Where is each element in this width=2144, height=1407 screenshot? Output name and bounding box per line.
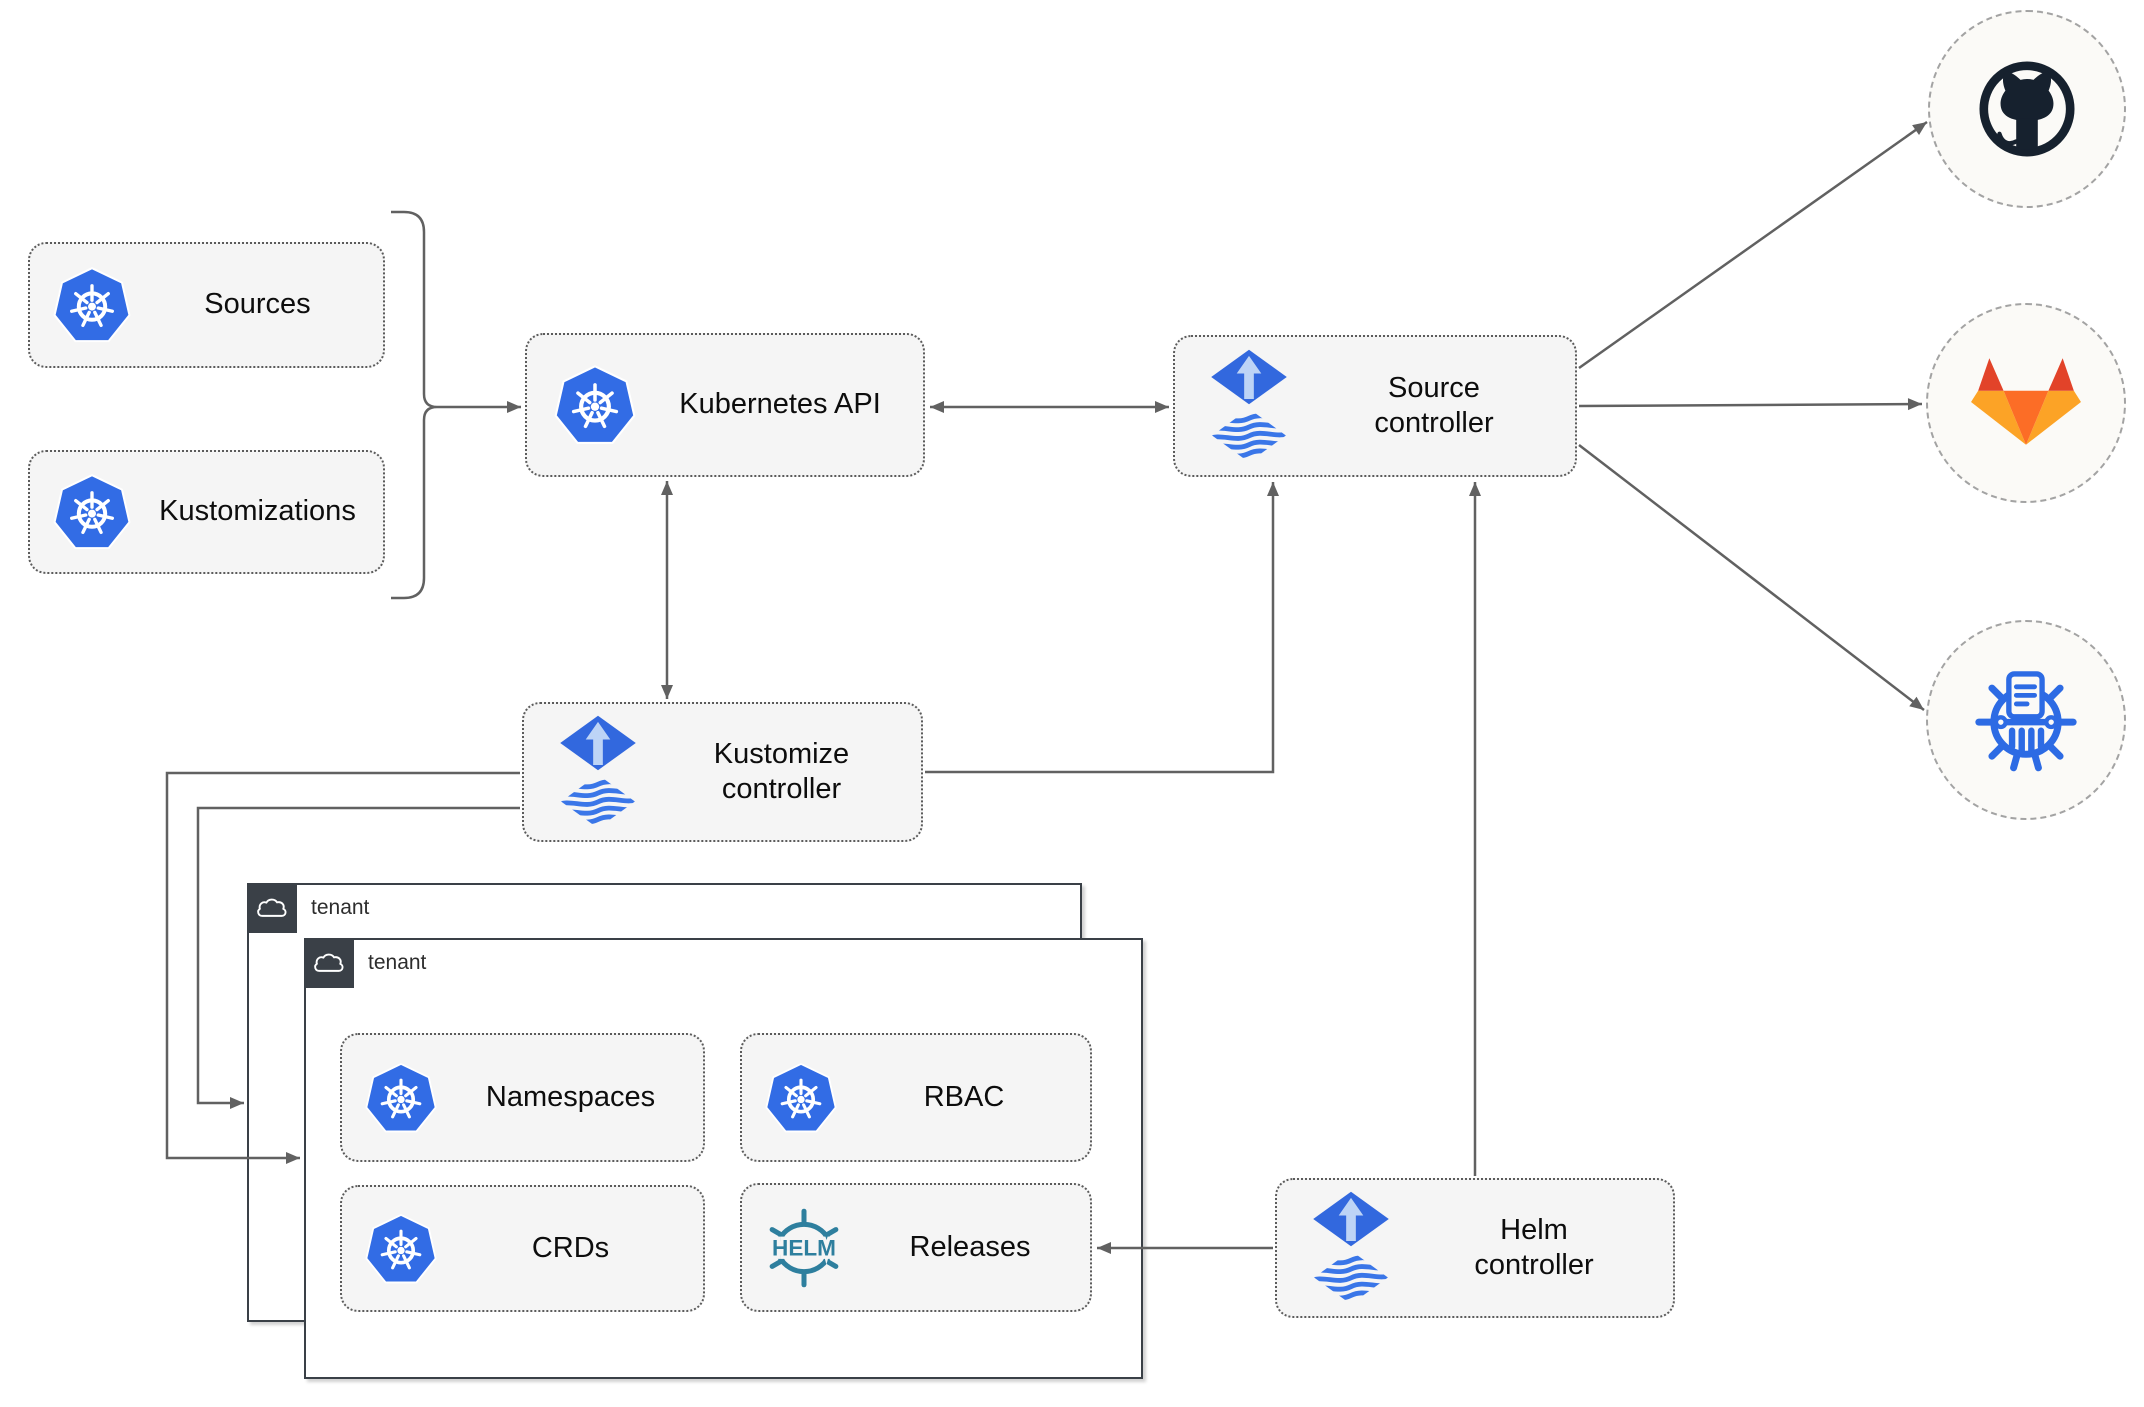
- node-label: Sources: [204, 288, 311, 321]
- tenant-label: tenant: [368, 951, 427, 974]
- chartmuseum-icon: [1975, 671, 2077, 772]
- tenant-label: tenant: [311, 896, 370, 919]
- kubernetes-icon: [52, 470, 132, 554]
- edge-kustomize-to-source-controller: [925, 482, 1279, 774]
- node-label: CRDs: [531, 1231, 610, 1264]
- flux-icon: [554, 714, 642, 830]
- flux-icon: [1205, 348, 1293, 464]
- node-label: Helm controller: [1474, 1213, 1594, 1281]
- node-label: Kustomizations: [159, 495, 356, 528]
- helm-logo-text: HELM: [772, 1235, 836, 1260]
- kubernetes-icon: [52, 263, 132, 347]
- flux-icon: [1307, 1190, 1395, 1306]
- edge-source-to-chartmuseum: [1578, 444, 1925, 711]
- helm-wheel-icon: HELM: [769, 1208, 839, 1287]
- edge-source-to-github: [1578, 120, 1928, 370]
- node-label: RBAC: [923, 1080, 1005, 1113]
- external-github: [1928, 10, 2126, 208]
- kubernetes-icon: [364, 1059, 438, 1137]
- node-label: Kubernetes API: [679, 388, 881, 421]
- node-label: Namespaces: [485, 1080, 656, 1113]
- node-namespaces: Namespaces: [340, 1033, 705, 1162]
- cloud-icon: [247, 883, 297, 933]
- brace-sources-group: [391, 210, 438, 600]
- node-kustomizations: Kustomizations: [28, 450, 385, 574]
- node-label: Source controller: [1374, 371, 1494, 439]
- node-label: Releases: [909, 1230, 1031, 1263]
- node-rbac: RBAC: [740, 1033, 1092, 1162]
- node-releases: HELM Releases: [740, 1183, 1092, 1312]
- kubernetes-icon: [764, 1059, 838, 1137]
- external-gitlab: [1926, 303, 2126, 503]
- node-sources: Sources: [28, 242, 385, 368]
- node-kustomize-controller: Kustomize controller: [522, 702, 923, 842]
- github-icon: [1979, 61, 2075, 157]
- node-source-controller: Source controller: [1173, 335, 1577, 477]
- gitlab-icon: [1971, 358, 2081, 445]
- edge-source-to-gitlab: [1578, 398, 1923, 411]
- node-crds: CRDs: [340, 1185, 705, 1312]
- cloud-icon: [304, 938, 354, 988]
- kubernetes-icon: [364, 1210, 438, 1288]
- external-chartmuseum: [1926, 620, 2126, 820]
- node-helm-controller: Helm controller: [1275, 1178, 1675, 1318]
- kubernetes-icon: [553, 361, 637, 449]
- node-kubernetes-api: Kubernetes API: [525, 333, 925, 477]
- node-label: Kustomize controller: [713, 737, 850, 805]
